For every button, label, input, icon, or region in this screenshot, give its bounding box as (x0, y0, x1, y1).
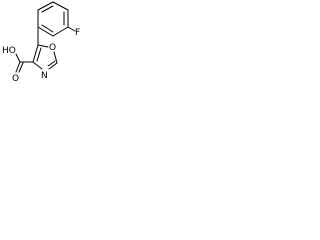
oxazole-bond (32, 61, 43, 70)
oxazole-bond (37, 44, 49, 48)
phenyl-bond (37, 1, 54, 11)
ring-oxygen-label: O (49, 43, 56, 53)
oxazole-double-bond (36, 47, 42, 62)
phenyl-double-bond (41, 24, 54, 33)
phenyl-bond (52, 1, 69, 11)
phenyl-double-bond (41, 5, 54, 13)
ring-nitrogen-label: N (41, 71, 48, 81)
carbonyl-double-bond (15, 61, 21, 73)
fluorine-bond (67, 26, 76, 32)
hydroxyl-label: HO (2, 46, 16, 56)
oxazole-bond (48, 62, 58, 70)
bond-layer (15, 1, 76, 73)
phenyl-bond (52, 26, 69, 37)
oxazole-double-bond (47, 60, 56, 67)
carbonyl-oxygen-label: O (12, 74, 19, 84)
fluorine-label: F (75, 28, 80, 38)
phenyl-bond (37, 26, 54, 37)
molecule-svg: F HO O O N (2, 1, 80, 84)
carbonyl-double-bond (18, 62, 24, 73)
structure-diagram: F HO O O N (0, 0, 85, 101)
oxazole-bond (32, 44, 39, 63)
hydroxyl-bond (15, 53, 21, 63)
oxazole-bond (53, 51, 58, 64)
label-layer: F HO O O N (2, 28, 80, 84)
